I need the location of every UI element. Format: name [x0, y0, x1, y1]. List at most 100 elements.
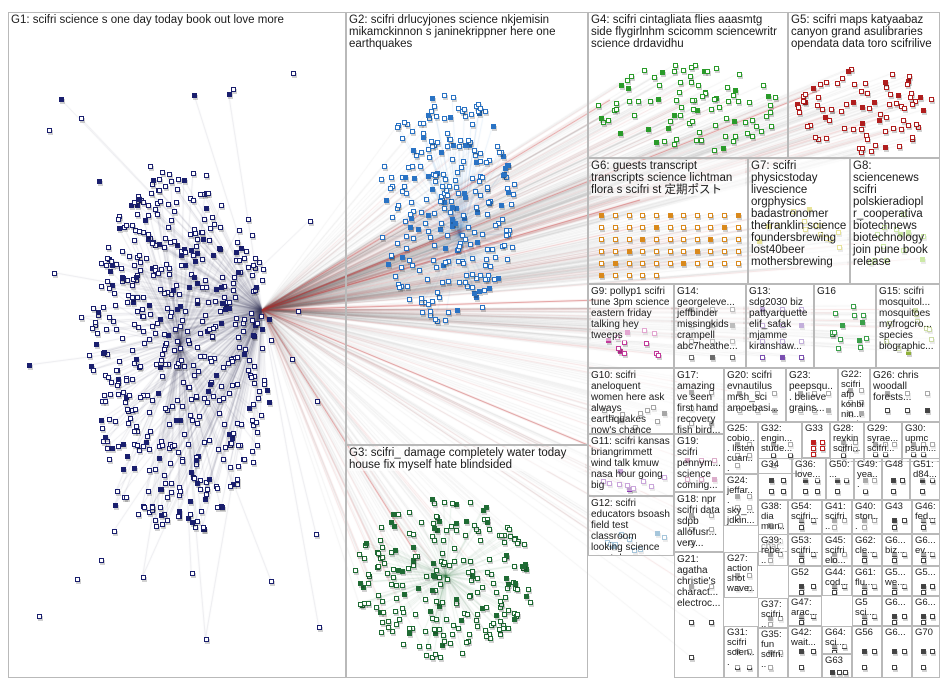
graph-node	[798, 648, 804, 654]
graph-node	[125, 406, 131, 412]
graph-node	[427, 235, 433, 241]
graph-node	[229, 435, 235, 441]
graph-node	[129, 282, 135, 288]
graph-node	[186, 285, 192, 291]
graph-node	[502, 242, 508, 248]
graph-node	[453, 520, 459, 526]
graph-node	[457, 144, 463, 150]
graph-node	[155, 391, 161, 397]
graph-node	[656, 82, 662, 88]
group-label-g40: G40: ston...	[855, 501, 879, 532]
graph-node	[162, 480, 168, 486]
graph-node	[505, 625, 511, 631]
graph-node	[190, 417, 196, 423]
graph-node	[437, 227, 443, 233]
group-panel-g32: G32: engin... stude...	[758, 422, 802, 474]
graph-node	[252, 381, 258, 387]
graph-node	[493, 223, 499, 229]
graph-node	[616, 345, 622, 351]
graph-node	[115, 383, 121, 388]
graph-node	[450, 632, 456, 638]
graph-node	[503, 575, 509, 581]
graph-node	[431, 103, 437, 109]
graph-node	[758, 128, 764, 134]
graph-node	[144, 256, 150, 262]
graph-node	[681, 224, 687, 230]
graph-node	[430, 186, 436, 192]
graph-node	[192, 92, 198, 98]
graph-node	[428, 309, 434, 315]
graph-node	[157, 486, 163, 492]
graph-node	[453, 597, 459, 603]
graph-node	[204, 399, 210, 405]
graph-node	[434, 599, 440, 605]
graph-node	[400, 582, 406, 588]
graph-node	[404, 233, 410, 239]
graph-node	[177, 489, 183, 495]
graph-node	[192, 231, 198, 237]
graph-node	[485, 519, 491, 525]
graph-node	[445, 143, 451, 149]
graph-node	[667, 118, 673, 124]
group-label-g30: G30: upmc psum...	[905, 423, 937, 454]
group-label-g34: G34	[761, 460, 789, 470]
graph-node	[461, 260, 467, 266]
graph-node	[401, 642, 407, 648]
graph-node	[736, 71, 742, 77]
graph-node	[110, 262, 116, 268]
graph-node	[378, 537, 384, 543]
graph-node	[831, 589, 837, 595]
graph-node	[461, 213, 467, 219]
graph-node	[694, 248, 700, 254]
graph-node	[152, 517, 158, 523]
group-label-g23: G23: peepsqu... believe grains...	[789, 370, 835, 414]
graph-node	[132, 428, 138, 434]
graph-node	[819, 107, 825, 113]
graph-node	[153, 362, 159, 368]
graph-node	[120, 275, 126, 281]
graph-node	[671, 112, 677, 118]
group-label-g15: G15: scifri mosquitol... mosquitoes myfr…	[879, 286, 937, 352]
graph-node	[667, 224, 673, 230]
graph-node	[905, 82, 911, 88]
graph-node	[861, 648, 867, 654]
graph-node	[235, 463, 241, 469]
graph-node	[159, 522, 165, 528]
graph-node	[188, 412, 194, 418]
graph-node	[477, 289, 483, 295]
graph-node	[116, 358, 122, 364]
graph-node	[295, 308, 301, 314]
graph-node	[694, 137, 700, 143]
group-panel-g28: G28: revkin scifri...	[830, 422, 864, 462]
graph-node	[461, 558, 467, 564]
graph-node	[467, 631, 473, 637]
graph-node	[716, 105, 722, 111]
graph-node	[859, 146, 865, 152]
group-panel-g41: G41: scifri...	[822, 500, 852, 534]
graph-node	[733, 87, 739, 93]
graph-node	[206, 237, 212, 243]
group-panel-g49: G49: yea...	[854, 458, 882, 500]
group-label-g37: G37: scifri...	[761, 599, 785, 628]
graph-node	[379, 235, 385, 241]
graph-node	[160, 170, 165, 176]
graph-node	[617, 130, 623, 136]
graph-node	[722, 248, 728, 254]
graph-node	[132, 238, 137, 244]
graph-node	[899, 126, 905, 132]
graph-node	[120, 249, 126, 255]
graph-node	[145, 203, 151, 209]
graph-node	[168, 490, 174, 495]
graph-node	[120, 390, 126, 396]
graph-node	[170, 287, 176, 293]
graph-node	[150, 178, 156, 184]
graph-node	[723, 133, 729, 139]
graph-node	[431, 520, 437, 526]
graph-node	[393, 273, 399, 279]
graph-node	[688, 354, 694, 360]
graph-node	[836, 670, 842, 676]
graph-node	[472, 152, 478, 158]
graph-node	[495, 220, 501, 226]
graph-node	[218, 203, 224, 209]
graph-node	[509, 202, 515, 208]
